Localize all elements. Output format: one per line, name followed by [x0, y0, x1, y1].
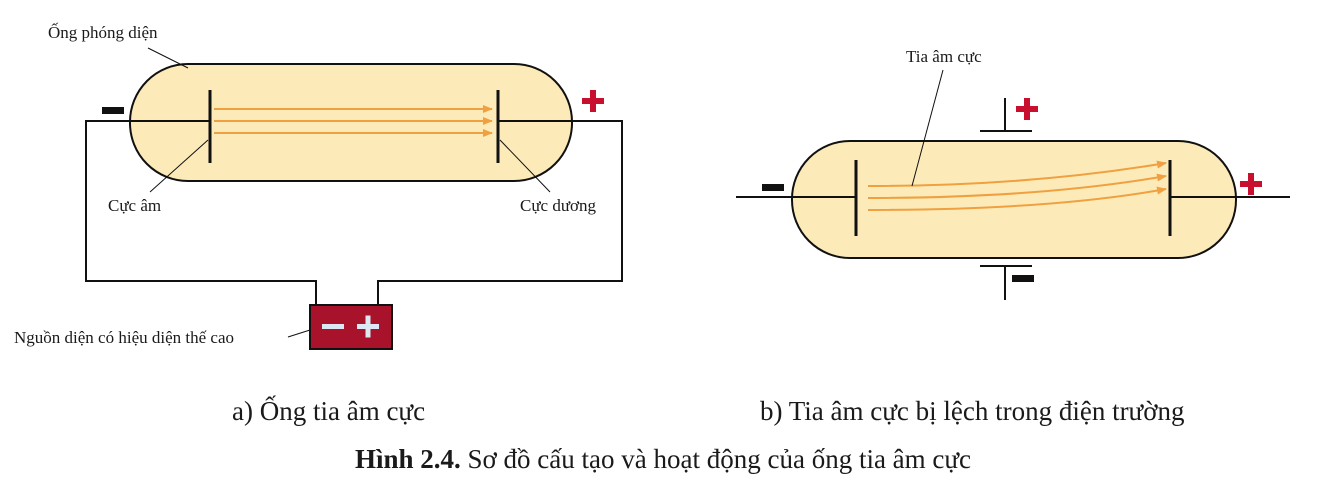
ray-curve	[867, 160, 1167, 187]
figure-caption: Hình 2.4. Sơ đồ cấu tạo và hoạt động của…	[355, 444, 971, 474]
anode-plus-sign-icon	[1240, 173, 1262, 195]
battery-plus-icon	[357, 315, 379, 338]
cathode-minus-sign-icon	[762, 184, 784, 191]
ray-label-leader	[911, 69, 944, 187]
tube-label-leader	[147, 47, 189, 69]
circuit-wire-left	[85, 120, 317, 305]
caption-a: a) Ống tia âm cực	[232, 395, 425, 426]
ray-label: Tia âm cực	[906, 47, 982, 66]
plus-sign-icon	[582, 90, 604, 112]
diagram-b: Tia âm cực	[736, 47, 1290, 300]
tube-label: Ống phóng diện	[48, 23, 158, 42]
source-label-leader	[287, 329, 311, 338]
cathode-label-leader	[149, 139, 209, 193]
ray-curve	[867, 186, 1167, 211]
figure-number: Hình 2.4.	[355, 444, 461, 474]
ray-curve	[867, 173, 1167, 199]
figure-title-spacer	[461, 444, 468, 474]
plate-plus-sign-icon	[1016, 98, 1038, 120]
discharge-tube	[129, 63, 573, 182]
plate-minus-sign-icon	[1012, 275, 1034, 282]
anode-label: Cực dương	[520, 196, 597, 215]
anode-label-leader	[499, 139, 551, 193]
circuit-wire-right	[377, 120, 623, 305]
caption-b: b) Tia âm cực bị lệch trong điện trường	[760, 396, 1184, 426]
figure-title: Sơ đồ cấu tạo và hoạt động của ống tia â…	[468, 444, 972, 474]
source-label: Nguồn diện có hiệu diện thế cao	[14, 328, 234, 347]
battery-minus-icon	[322, 324, 344, 329]
diagram-a: Ống phóng diện Cực âm Cực dương Nguồn di…	[14, 23, 623, 350]
minus-sign-icon	[102, 107, 124, 114]
cathode-label: Cực âm	[108, 196, 161, 215]
